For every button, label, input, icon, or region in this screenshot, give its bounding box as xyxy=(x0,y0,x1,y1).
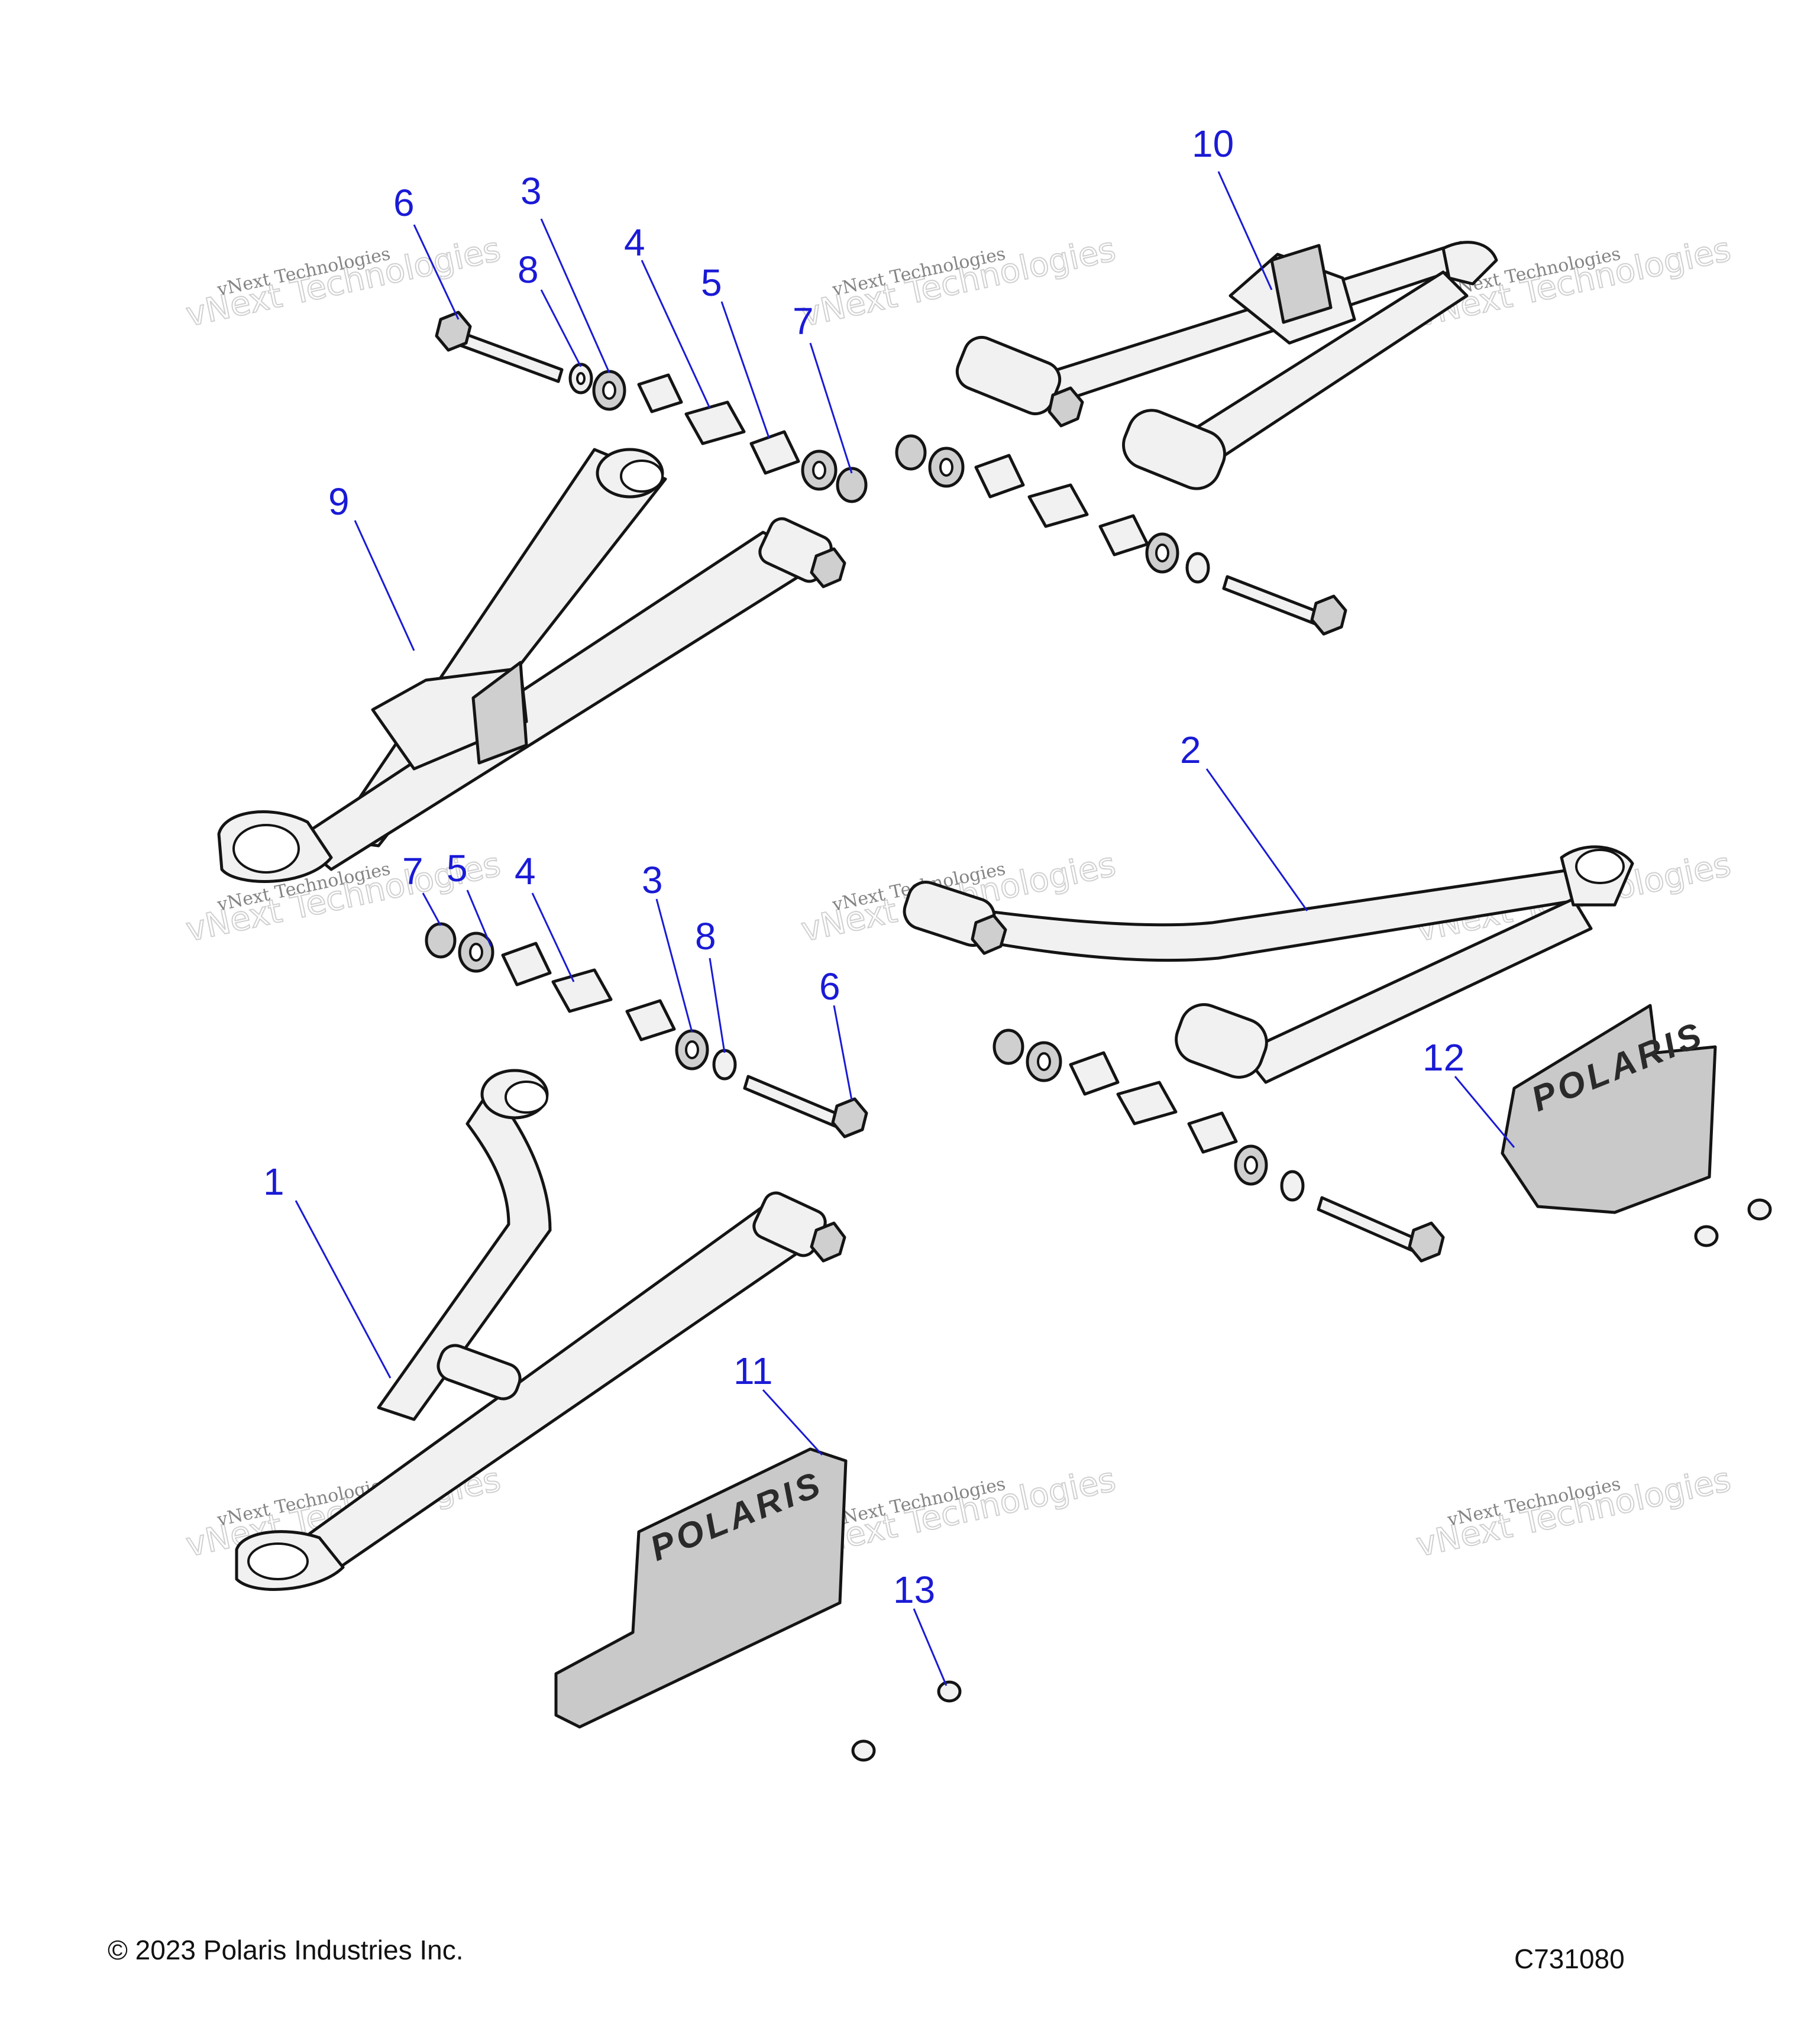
lower-left-hardware xyxy=(425,922,868,1139)
a-arm-2 xyxy=(903,845,1634,1084)
leader-lines xyxy=(295,171,1515,1686)
callout-5-lower: 5 xyxy=(447,847,468,890)
callout-6-lower: 6 xyxy=(819,965,840,1008)
cap-lower-right xyxy=(992,1029,1024,1065)
sleeve-lower-right xyxy=(1116,1081,1178,1126)
callout-1: 1 xyxy=(263,1160,284,1203)
lower-right-hardware xyxy=(992,1029,1445,1263)
callout-3: 3 xyxy=(520,170,542,212)
bolt-upper-right xyxy=(1222,575,1321,626)
watermark: vNext Technologies vNext Technologies xyxy=(1412,1460,1735,1565)
callout-9: 9 xyxy=(328,480,350,523)
fastener xyxy=(1747,1198,1772,1221)
sleeve-4-lower xyxy=(551,968,613,1013)
fastener xyxy=(851,1739,876,1762)
upper-left-hardware xyxy=(435,311,868,503)
callout-4: 4 xyxy=(624,221,645,264)
callout-11: 11 xyxy=(733,1350,772,1392)
callout-10: 10 xyxy=(1192,122,1234,165)
washer-8-lower xyxy=(712,1049,737,1081)
washer-lower-right xyxy=(1280,1170,1305,1202)
fastener xyxy=(1694,1225,1719,1247)
callout-8-lower: 8 xyxy=(695,915,716,958)
fastener xyxy=(937,1680,962,1703)
washer-upper-right xyxy=(1185,552,1210,584)
copyright-text: © 2023 Polaris Industries Inc. xyxy=(108,1935,464,1965)
sleeve-4-upper xyxy=(684,400,746,445)
bolt-6-upper-head xyxy=(435,311,472,352)
shield-12: POLARIS xyxy=(1501,1004,1717,1214)
spacer-upper-right xyxy=(1098,514,1149,557)
cap-upper-right xyxy=(895,434,927,471)
bolt-lower-right-head xyxy=(1408,1221,1445,1263)
spacer-upper xyxy=(637,373,683,413)
spacer-lower-right xyxy=(1187,1111,1238,1154)
watermark: vNext Technologies vNext Technologies xyxy=(797,229,1120,335)
a-arm-1 xyxy=(235,1069,846,1591)
shield-11: POLARIS xyxy=(554,1447,848,1729)
bushing-5-upper xyxy=(749,430,800,475)
bolt-6-lower-head xyxy=(831,1097,868,1139)
callout-2: 2 xyxy=(1180,729,1201,771)
callout-3-lower: 3 xyxy=(642,859,663,901)
callout-8: 8 xyxy=(518,248,539,291)
callout-5: 5 xyxy=(701,261,722,304)
callout-labels: 6 8 3 4 5 7 10 9 2 7 5 4 3 8 6 1 11 12 1… xyxy=(263,122,1464,1611)
bolt-upper-right-head xyxy=(1310,594,1347,636)
cap-7-upper xyxy=(836,467,868,503)
sleeve-upper-right xyxy=(1027,483,1089,528)
callout-13: 13 xyxy=(893,1568,935,1611)
a-arm-10 xyxy=(955,241,1498,490)
a-arm-9 xyxy=(217,448,846,883)
diagram-code: C731080 xyxy=(1514,1943,1625,1974)
spacer-lower xyxy=(625,999,676,1042)
fasteners-13 xyxy=(851,1198,1772,1762)
bolt-lower-right xyxy=(1317,1196,1418,1253)
bushing-5-lower xyxy=(501,942,552,987)
callout-7-lower: 7 xyxy=(402,850,423,892)
callout-6: 6 xyxy=(393,182,415,224)
bushing-upper-right-b xyxy=(974,454,1025,499)
upper-right-hardware xyxy=(895,434,1347,636)
callout-4-lower: 4 xyxy=(515,850,536,892)
cap-7-lower xyxy=(425,922,457,959)
callout-7: 7 xyxy=(793,300,814,342)
callout-12: 12 xyxy=(1422,1036,1464,1079)
bolt-6-lower xyxy=(743,1075,842,1128)
bushing-lower-right-b xyxy=(1069,1051,1120,1096)
